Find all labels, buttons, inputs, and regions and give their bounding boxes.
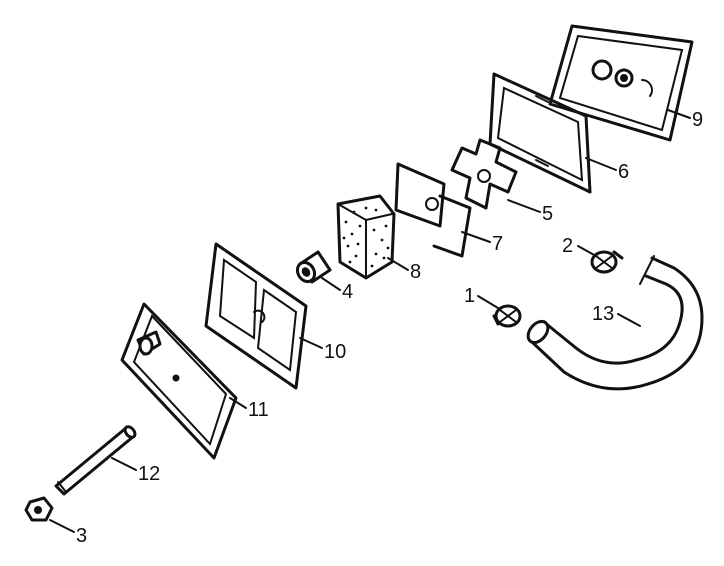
leader-4	[321, 277, 341, 291]
leader-13	[617, 313, 641, 327]
part-13-hose	[526, 255, 704, 391]
part-5-cross-gasket	[450, 138, 518, 210]
part-8-filter-element	[336, 194, 396, 280]
leader-2	[577, 245, 597, 257]
callout-10: 10	[324, 341, 346, 363]
part-10-double-gasket	[204, 242, 308, 390]
callout-3: 3	[76, 525, 87, 547]
part-11-mounting-plate	[120, 302, 238, 460]
leader-lines	[49, 109, 691, 533]
part-1-hose-clamp	[492, 304, 522, 328]
leader-6	[585, 157, 617, 171]
part-7-bracket	[394, 162, 472, 258]
callout-5: 5	[542, 203, 553, 225]
part-3-nut	[24, 496, 54, 522]
callout-12: 12	[138, 463, 160, 485]
leader-3	[49, 519, 75, 533]
part-4-spacer	[295, 250, 332, 284]
callout-8: 8	[410, 261, 421, 283]
leader-12	[111, 457, 137, 471]
callout-13: 13	[592, 303, 614, 325]
leader-10	[299, 337, 323, 349]
leader-9	[667, 109, 691, 119]
leader-8	[387, 257, 409, 271]
leader-1	[477, 295, 499, 309]
callout-6: 6	[618, 161, 629, 183]
part-9-cover-plate	[548, 24, 694, 142]
callout-9: 9	[692, 109, 703, 131]
part-2-hose-clamp	[590, 250, 624, 274]
leader-11	[229, 397, 247, 409]
part-12-rod	[54, 425, 137, 496]
callout-2: 2	[562, 235, 573, 257]
leader-7	[461, 231, 491, 243]
leader-5	[507, 199, 541, 213]
filter-speckle-pattern	[342, 206, 390, 268]
callout-11: 11	[248, 399, 269, 421]
part-6-gasket	[488, 72, 592, 194]
callout-4: 4	[342, 281, 353, 303]
callout-1: 1	[464, 285, 475, 307]
callout-7: 7	[492, 233, 503, 255]
